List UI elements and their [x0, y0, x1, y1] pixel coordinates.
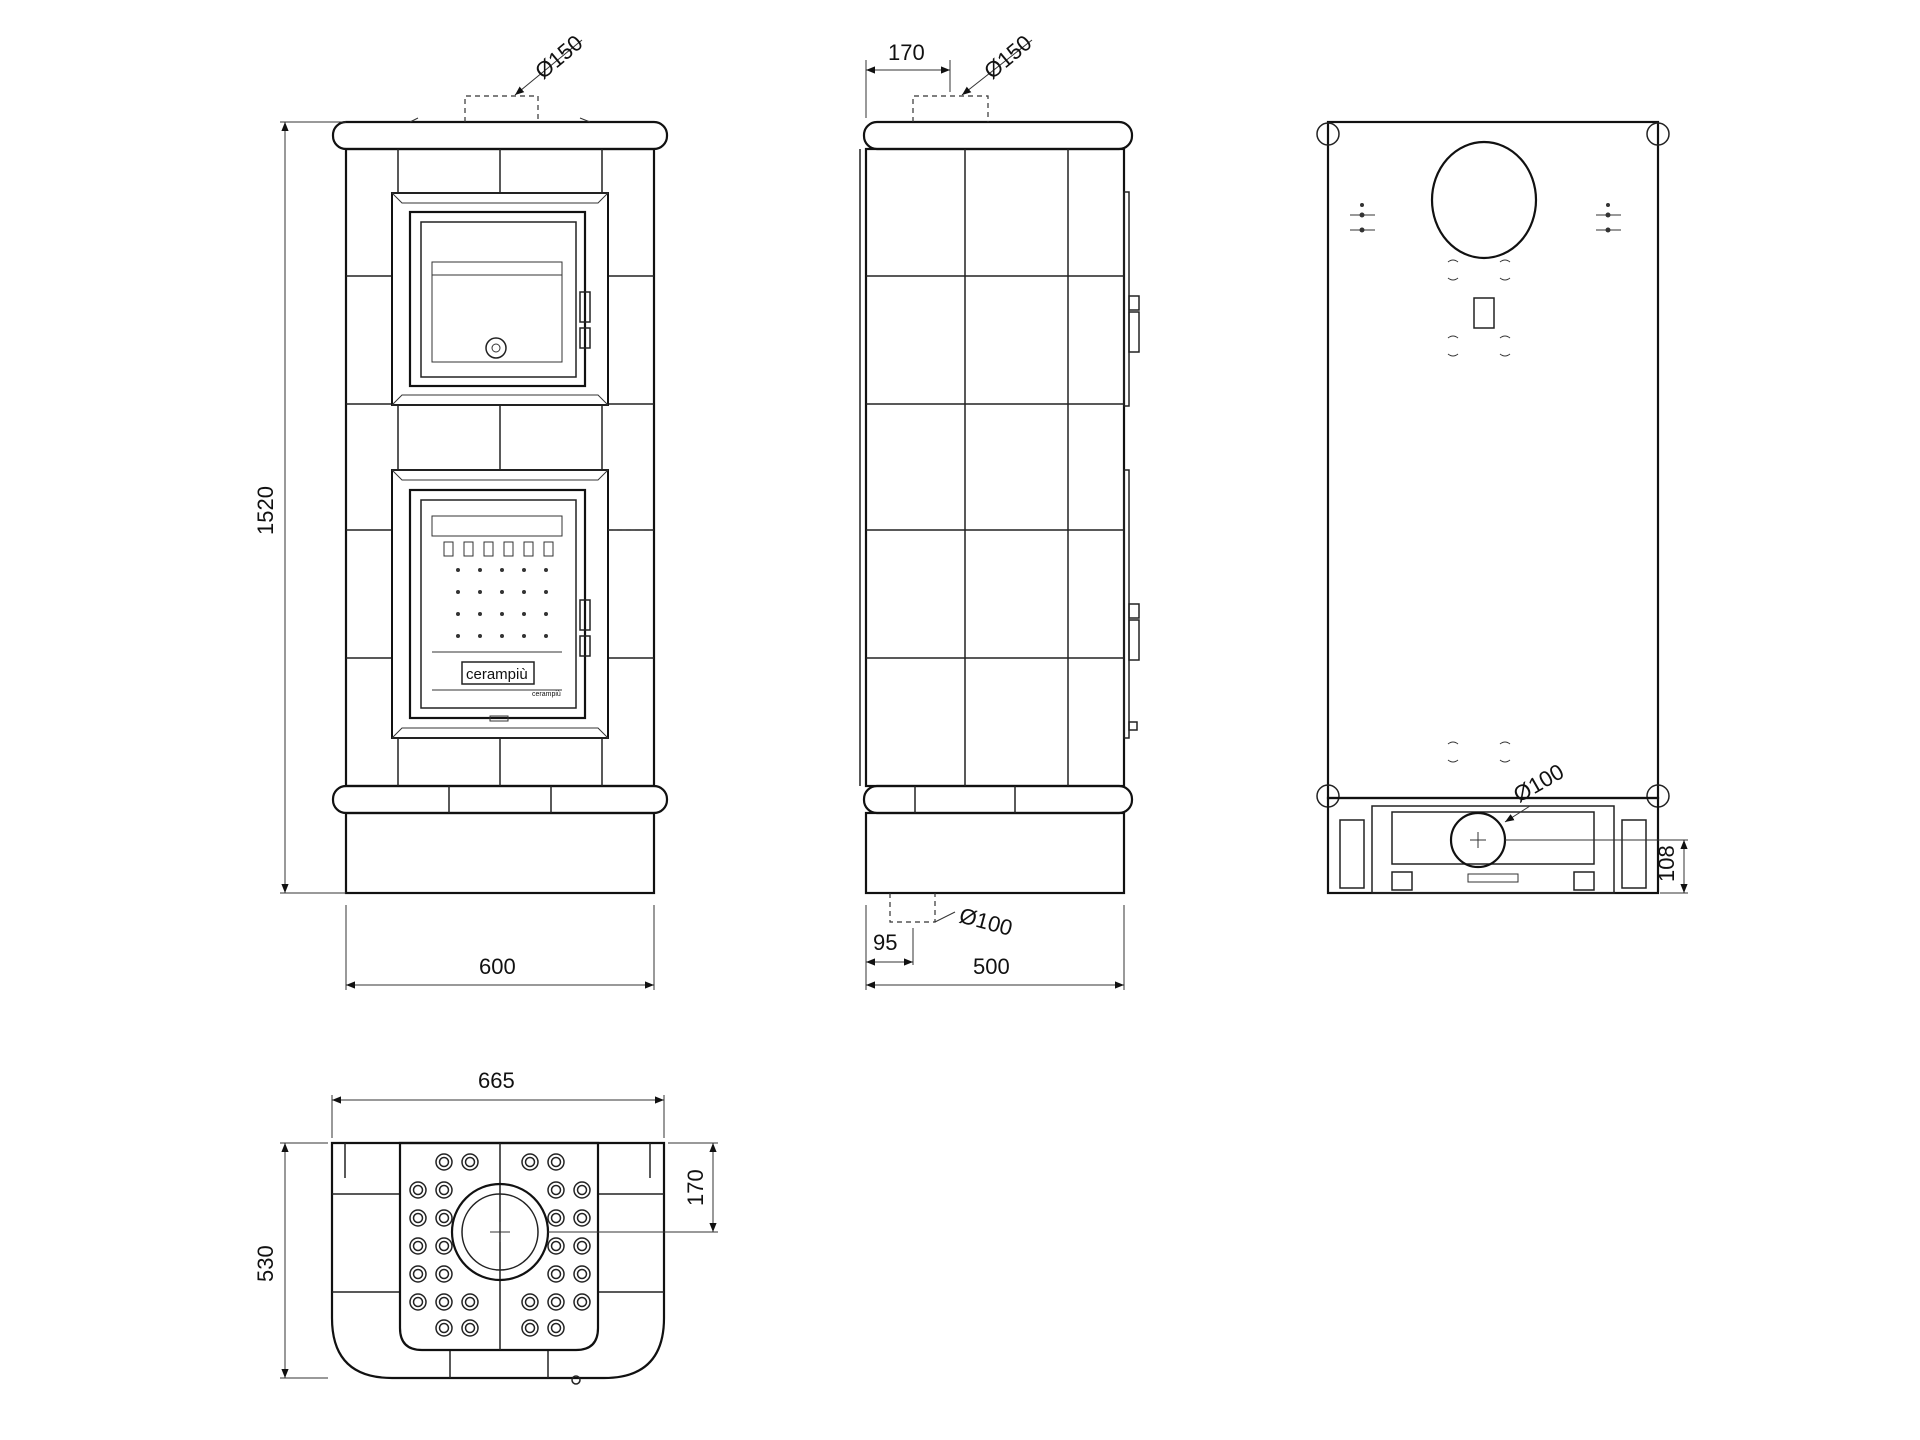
- dim-top-width: 665: [478, 1068, 515, 1093]
- vent-hole-inner: [576, 1212, 588, 1224]
- vent-hole: [409, 1293, 427, 1311]
- vent-hole-inner: [438, 1296, 450, 1308]
- dim-side-depth: 500: [973, 954, 1010, 979]
- vent-hole-inner: [550, 1296, 562, 1308]
- vent-hole: [521, 1319, 539, 1337]
- dim-side-flue-diameter: Ø150: [979, 30, 1036, 84]
- brand-logo-small: cerampiù: [532, 691, 561, 698]
- vent-hole-inner: [412, 1184, 424, 1196]
- vent-hole-inner: [464, 1296, 476, 1308]
- vent-hole-inner: [550, 1184, 562, 1196]
- vent-hole: [435, 1153, 453, 1171]
- vent-hole: [547, 1237, 565, 1255]
- vent-hole-inner: [576, 1240, 588, 1252]
- vent-hole: [435, 1181, 453, 1199]
- vent-hole: [573, 1209, 591, 1227]
- vent-hole: [547, 1181, 565, 1199]
- dim-side-air-diameter: Ø100: [957, 903, 1015, 941]
- vent-hole-inner: [438, 1240, 450, 1252]
- vent-hole: [521, 1153, 539, 1171]
- vent-hole-inner: [550, 1268, 562, 1280]
- back-dimensions: Ø100 108: [1504, 759, 1688, 894]
- vent-hole-inner: [524, 1156, 536, 1168]
- side-dimensions: 170 Ø150 Ø100 95 500: [865, 30, 1125, 990]
- front-view: cerampiù cerampiù: [331, 95, 669, 895]
- vent-hole-inner: [464, 1322, 476, 1334]
- vent-hole-inner: [412, 1240, 424, 1252]
- dim-front-flue-diameter: Ø150: [530, 30, 587, 84]
- vent-hole-inner: [576, 1268, 588, 1280]
- vent-hole-inner: [438, 1268, 450, 1280]
- dim-front-width: 600: [479, 954, 516, 979]
- side-view: [859, 95, 1140, 923]
- vent-hole: [435, 1237, 453, 1255]
- vent-hole: [521, 1293, 539, 1311]
- vent-hole-inner: [438, 1184, 450, 1196]
- vent-hole-inner: [524, 1322, 536, 1334]
- vent-hole: [547, 1319, 565, 1337]
- vent-hole-inner: [550, 1156, 562, 1168]
- vent-hole: [409, 1181, 427, 1199]
- vent-hole-inner: [438, 1212, 450, 1224]
- vent-hole-inner: [576, 1184, 588, 1196]
- vent-hole-inner: [412, 1212, 424, 1224]
- vent-hole: [461, 1293, 479, 1311]
- top-view: [330, 1141, 666, 1385]
- vent-hole-inner: [412, 1268, 424, 1280]
- vent-hole: [573, 1181, 591, 1199]
- brand-logo: cerampiù: [466, 666, 528, 683]
- vent-hole: [547, 1153, 565, 1171]
- vent-hole-inner: [550, 1212, 562, 1224]
- dim-top-depth: 530: [253, 1245, 278, 1282]
- vent-hole: [573, 1237, 591, 1255]
- vent-hole-inner: [412, 1296, 424, 1308]
- dim-front-height: 1520: [253, 486, 278, 535]
- vent-hole: [409, 1209, 427, 1227]
- dim-side-air-offset: 95: [873, 930, 897, 955]
- vent-hole: [435, 1319, 453, 1337]
- vent-hole: [547, 1265, 565, 1283]
- vent-hole-inner: [550, 1240, 562, 1252]
- vent-hole: [573, 1293, 591, 1311]
- top-dimensions: 665 530 170: [253, 1068, 718, 1379]
- vent-hole-inner: [464, 1156, 476, 1168]
- vent-hole: [573, 1265, 591, 1283]
- dim-back-air-diameter: Ø100: [1509, 759, 1568, 808]
- back-view: [1316, 120, 1670, 895]
- dim-back-air-height: 108: [1654, 845, 1679, 882]
- vent-hole: [435, 1293, 453, 1311]
- dim-top-flue-offset: 170: [683, 1169, 708, 1206]
- vent-hole-inner: [550, 1322, 562, 1334]
- vent-hole: [547, 1209, 565, 1227]
- vent-hole: [461, 1319, 479, 1337]
- vent-hole-inner: [524, 1296, 536, 1308]
- vent-hole: [435, 1209, 453, 1227]
- vent-hole: [461, 1153, 479, 1171]
- vent-hole: [409, 1237, 427, 1255]
- vent-hole: [435, 1265, 453, 1283]
- vent-hole: [409, 1265, 427, 1283]
- vent-hole-inner: [438, 1322, 450, 1334]
- vent-hole-inner: [438, 1156, 450, 1168]
- vent-hole: [547, 1293, 565, 1311]
- vent-hole-inner: [576, 1296, 588, 1308]
- dim-side-flue-offset: 170: [888, 40, 925, 65]
